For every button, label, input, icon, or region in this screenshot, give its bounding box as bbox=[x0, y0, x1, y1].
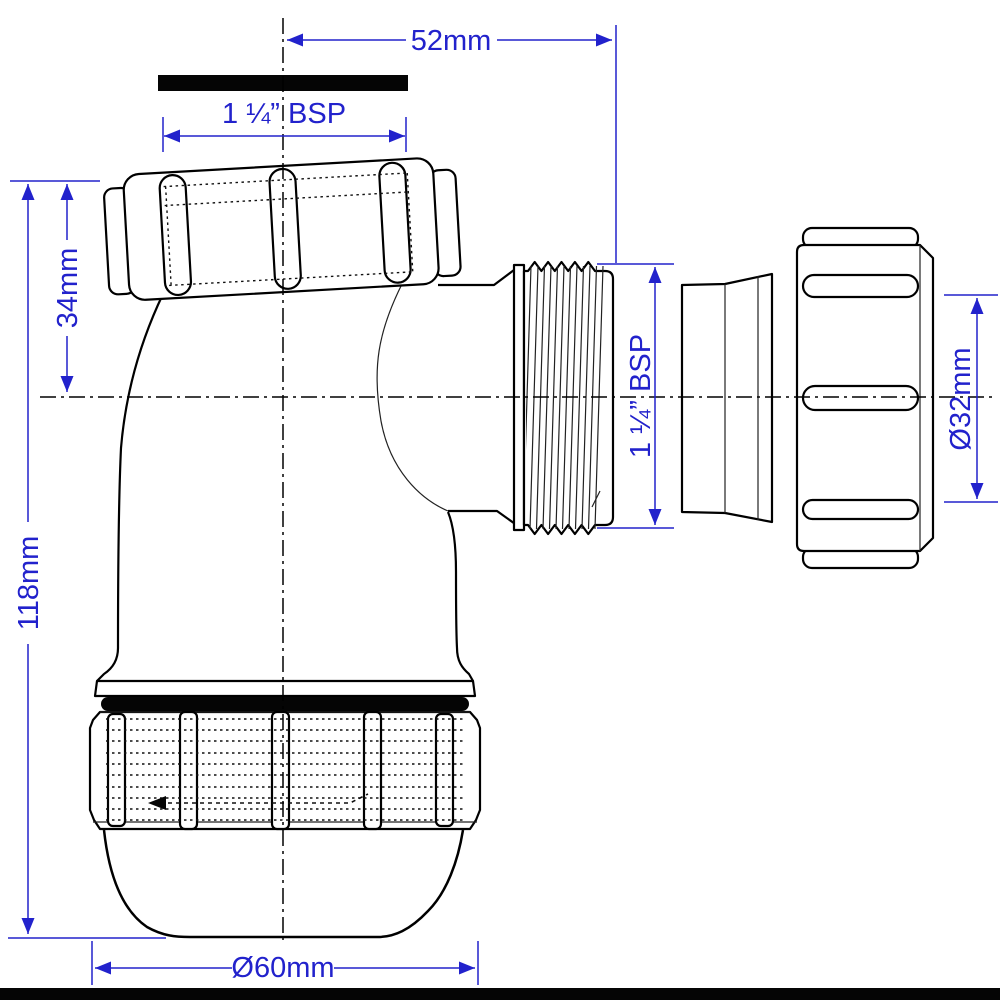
cup-nut-thread-arrowhead bbox=[148, 796, 166, 810]
dimension-top-width: 52mm bbox=[287, 25, 617, 263]
dimension-lines bbox=[8, 184, 166, 939]
dimension-label: Ø32mm bbox=[945, 347, 977, 450]
arrowhead bbox=[459, 961, 475, 975]
inlet-nut-slot bbox=[378, 161, 412, 284]
bottom-assembly bbox=[88, 679, 482, 939]
outlet-top-edge bbox=[438, 266, 519, 287]
dimension-label: 1 ¼” BSP bbox=[222, 98, 346, 130]
compression-nut-slot bbox=[801, 273, 920, 299]
inlet-nut bbox=[103, 157, 462, 301]
dimension-inlet-depth: 34mm bbox=[10, 180, 100, 392]
inlet-nut-slot bbox=[158, 173, 193, 297]
cup-nut-thread-arrow-line bbox=[152, 793, 369, 804]
arrowhead bbox=[970, 483, 984, 499]
arrowhead bbox=[287, 33, 303, 47]
arrowhead bbox=[596, 33, 612, 47]
dimension-overall-height: 118mm bbox=[8, 184, 166, 939]
dimension-label: 1 ¼” BSP bbox=[625, 334, 657, 458]
compression-nut-slot bbox=[801, 384, 920, 412]
dimension-label: 118mm bbox=[13, 536, 45, 631]
body-left-edge bbox=[96, 293, 164, 682]
arrowhead bbox=[389, 129, 405, 143]
arrowhead bbox=[164, 129, 180, 143]
dimension-label: 52mm bbox=[411, 25, 492, 57]
outlet-male-thread bbox=[522, 260, 615, 536]
compression-nut-slot bbox=[801, 498, 920, 521]
outlet-bottom-edge bbox=[448, 509, 519, 527]
dimension-lines bbox=[91, 941, 479, 985]
body-bottom-flange bbox=[93, 679, 477, 698]
dimension-lines bbox=[162, 117, 407, 152]
o-ring-seal bbox=[101, 697, 469, 711]
arrowhead bbox=[60, 184, 74, 200]
dimension-label: Ø60mm bbox=[231, 952, 334, 984]
dimension-lines bbox=[287, 25, 617, 263]
cone-fold-lines bbox=[724, 276, 759, 520]
inlet-nut-slot bbox=[268, 167, 302, 290]
bottom-baseline-bar bbox=[0, 988, 1000, 1000]
dimension-label: 34mm bbox=[52, 248, 84, 329]
arrowhead bbox=[970, 298, 984, 314]
cup-nut-rib bbox=[106, 712, 127, 828]
dimension-lines bbox=[597, 263, 674, 529]
thread-runout-line bbox=[591, 490, 601, 508]
body-saddle-curve bbox=[376, 283, 449, 512]
body-right-edge bbox=[446, 511, 474, 682]
arrowhead bbox=[60, 376, 74, 392]
bottom-cup-outline bbox=[102, 829, 465, 939]
dimension-cup-diameter: Ø60mm bbox=[91, 941, 479, 985]
compression-cone bbox=[680, 272, 774, 524]
arrowhead bbox=[648, 267, 662, 283]
dimension-inlet-thread: 1 ¼” BSP bbox=[162, 98, 407, 152]
arrowhead bbox=[648, 509, 662, 525]
dimension-lines bbox=[944, 294, 998, 503]
trap-body bbox=[96, 266, 519, 682]
compression-nut bbox=[795, 226, 935, 570]
cup-nut-rib bbox=[178, 710, 199, 831]
dimension-outlet-pipe: Ø32mm bbox=[944, 294, 998, 503]
arrowhead bbox=[21, 184, 35, 200]
arrowhead bbox=[95, 961, 111, 975]
dimension-outlet-thread: 1 ¼” BSP bbox=[597, 263, 674, 529]
arrowhead bbox=[21, 918, 35, 934]
